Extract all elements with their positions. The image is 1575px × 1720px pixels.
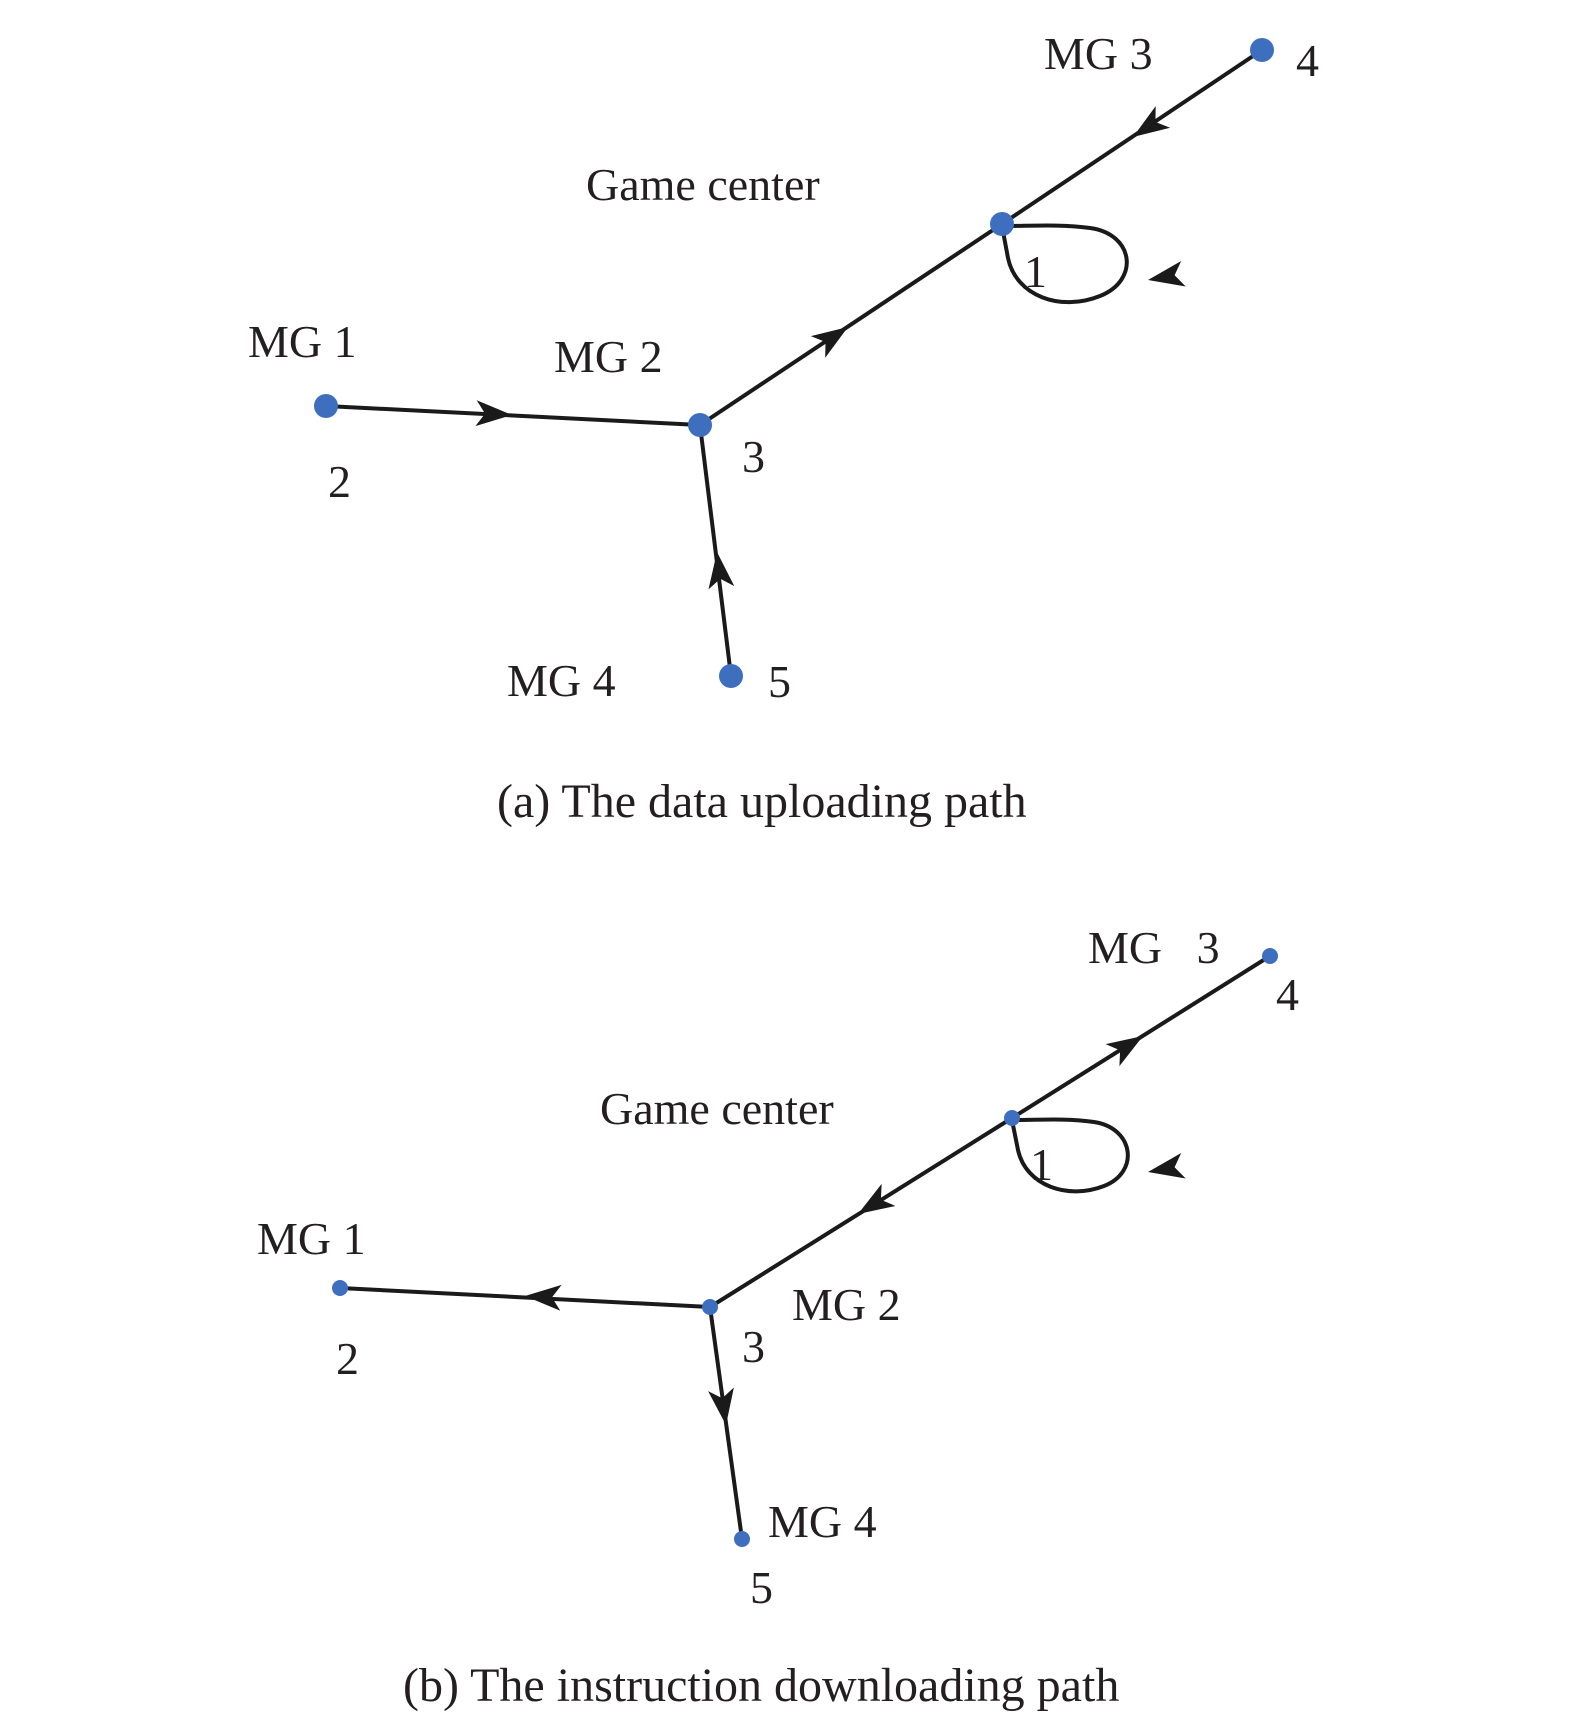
self-loop-a-1 [1000, 223, 1129, 305]
edge-a-1-4 [1000, 48, 1264, 226]
arrowhead-icon [1105, 1036, 1143, 1067]
node-b-2 [332, 1280, 348, 1296]
node-b-1 [1004, 1110, 1020, 1126]
node-number-3: 3 [742, 1321, 765, 1372]
self-loop-b-1 [1010, 1117, 1130, 1194]
node-b-4 [1262, 948, 1278, 964]
edge-a-3-5 [698, 423, 733, 678]
node-number-1: 1 [1030, 1139, 1053, 1190]
game-center-label: Game center [600, 1083, 834, 1134]
panel-a: Game center MG 1 MG 2 MG 3 MG 4 1 2 3 4 … [248, 28, 1319, 828]
arrowhead-icon [810, 327, 848, 358]
node-label-mg4: MG 4 [768, 1496, 877, 1547]
panel-a-caption: (a) The data uploading path [497, 775, 1027, 828]
node-number-3: 3 [742, 431, 765, 482]
arrowhead-icon [1148, 1152, 1186, 1179]
panel-b-caption: (b) The instruction downloading path [403, 1659, 1119, 1712]
node-a-5 [719, 664, 743, 688]
node-number-4: 4 [1276, 969, 1299, 1020]
node-label-mg2: MG 2 [554, 331, 663, 382]
arrowhead-icon [475, 400, 512, 427]
arrowhead-icon [525, 1284, 562, 1311]
node-a-2 [314, 394, 338, 418]
game-center-label: Game center [586, 159, 820, 210]
edge-b-3-2 [338, 1286, 712, 1309]
arrowhead-icon [858, 1183, 896, 1214]
node-b-3 [702, 1299, 718, 1315]
node-label-mg2: MG 2 [792, 1279, 901, 1330]
node-label-mg4: MG 4 [507, 655, 616, 706]
arrowhead-icon [1148, 260, 1186, 287]
node-a-1 [990, 212, 1014, 236]
edge-a-3-1 [698, 222, 1004, 427]
node-label-mg3: MG 3 [1088, 922, 1220, 973]
node-number-5: 5 [768, 656, 791, 707]
panel-b: Game center MG 1 MG 2 MG 3 MG 4 1 2 3 4 … [257, 922, 1299, 1712]
node-label-mg1: MG 1 [257, 1213, 366, 1264]
node-label-mg1: MG 1 [248, 316, 357, 367]
node-b-5 [734, 1531, 750, 1547]
arrowhead-icon [1133, 106, 1171, 137]
node-number-4: 4 [1296, 35, 1319, 86]
node-label-mg3: MG 3 [1044, 28, 1153, 79]
node-number-2: 2 [328, 456, 351, 507]
arrowhead-icon [708, 1387, 734, 1425]
arrowhead-icon [708, 552, 735, 590]
node-a-3 [688, 413, 712, 437]
node-number-2: 2 [336, 1333, 359, 1384]
node-number-1: 1 [1024, 246, 1047, 297]
node-a-4 [1250, 38, 1274, 62]
node-number-5: 5 [750, 1562, 773, 1613]
edge-a-2-3 [324, 404, 702, 427]
